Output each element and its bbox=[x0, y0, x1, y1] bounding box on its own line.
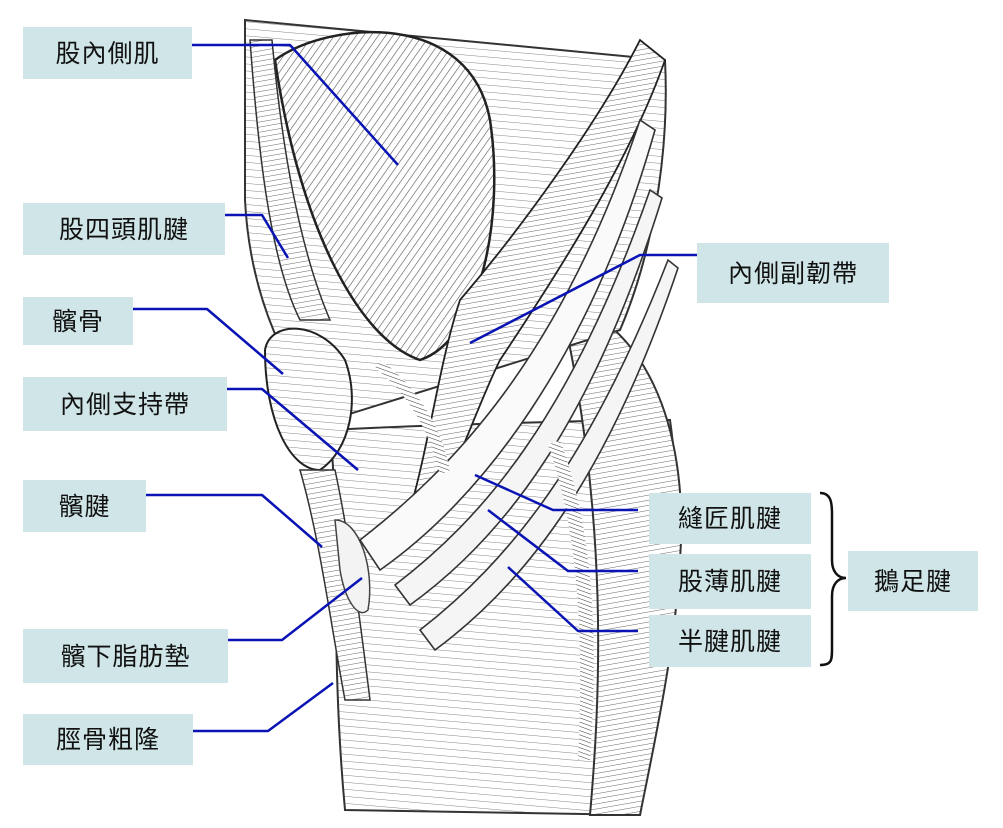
label-mcl: 內側副韌帶 bbox=[697, 243, 889, 303]
mcl-shape bbox=[408, 38, 667, 522]
leader-line-sartorius bbox=[474, 473, 638, 512]
label-tibial-tuberosity: 脛骨粗隆 bbox=[23, 714, 193, 765]
leader-line-mcl bbox=[469, 253, 697, 345]
leader-line-fat-pad bbox=[228, 577, 363, 642]
leader-lines bbox=[133, 43, 697, 733]
gracilis-shape bbox=[393, 188, 663, 607]
leader-line-tibial-tuberosity bbox=[193, 681, 334, 733]
label-patella: 髕骨 bbox=[23, 297, 133, 345]
leader-line-quadriceps-tendon bbox=[225, 213, 290, 259]
sartorius-shape bbox=[358, 118, 656, 572]
label-pes-anserinus: 鵝足腱 bbox=[848, 551, 978, 611]
label-medial-retinaculum: 內側支持帶 bbox=[23, 377, 227, 431]
fat-pad-shape bbox=[334, 519, 371, 614]
label-gracilis-tendon: 股薄肌腱 bbox=[649, 554, 811, 609]
label-infrapatellar-fat-pad: 髕下脂肪墊 bbox=[23, 629, 228, 683]
semitendinosus-shape bbox=[418, 258, 679, 652]
label-sartorius-tendon: 縫匠肌腱 bbox=[649, 493, 811, 544]
leader-line-patella bbox=[133, 307, 284, 375]
leader-line-vastus-medialis bbox=[192, 43, 399, 166]
leader-line-patellar-tendon bbox=[146, 493, 323, 548]
leader-line-medial-retinaculum bbox=[227, 387, 359, 471]
label-semitendinosus-tendon: 半腱肌腱 bbox=[649, 615, 811, 667]
quadriceps-tendon-shape bbox=[249, 39, 332, 321]
patella-shape bbox=[263, 327, 353, 472]
shading-accent bbox=[548, 440, 594, 760]
pes-anserinus-brace bbox=[819, 491, 847, 667]
label-patellar-tendon: 髕腱 bbox=[23, 480, 146, 532]
leader-line-semitendinosus bbox=[507, 566, 638, 633]
label-quadriceps-tendon: 股四頭肌腱 bbox=[23, 203, 225, 255]
shading-accent bbox=[375, 360, 450, 475]
label-vastus-medialis: 股內側肌 bbox=[23, 27, 192, 79]
leader-line-gracilis bbox=[487, 509, 638, 573]
